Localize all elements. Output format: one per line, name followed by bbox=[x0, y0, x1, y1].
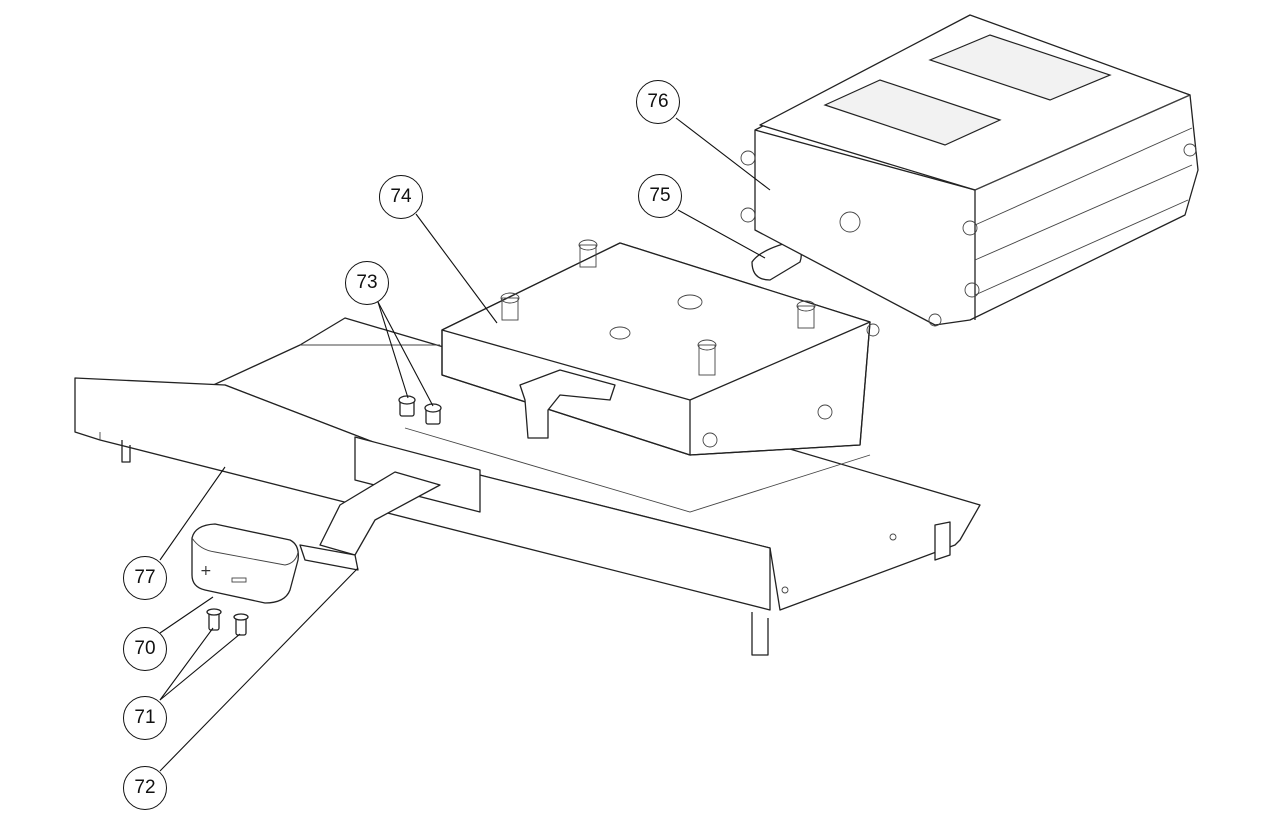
housing-part bbox=[740, 14, 1199, 327]
small-screws-part bbox=[206, 608, 249, 636]
cover-block-part: + bbox=[191, 523, 299, 604]
callout-75: 75 bbox=[638, 174, 682, 218]
callout-73: 73 bbox=[345, 261, 389, 305]
svg-text:+: + bbox=[200, 563, 212, 579]
screws-part bbox=[398, 395, 442, 425]
callout-70: 70 bbox=[123, 627, 167, 671]
mounting-box-part bbox=[441, 239, 880, 456]
callout-74: 74 bbox=[379, 175, 423, 219]
leader-lines bbox=[159, 117, 771, 772]
callout-72: 72 bbox=[123, 766, 167, 810]
callout-76: 76 bbox=[636, 80, 680, 124]
callout-71: 71 bbox=[123, 696, 167, 740]
bracket-part bbox=[299, 471, 441, 571]
callout-77: 77 bbox=[123, 556, 167, 600]
